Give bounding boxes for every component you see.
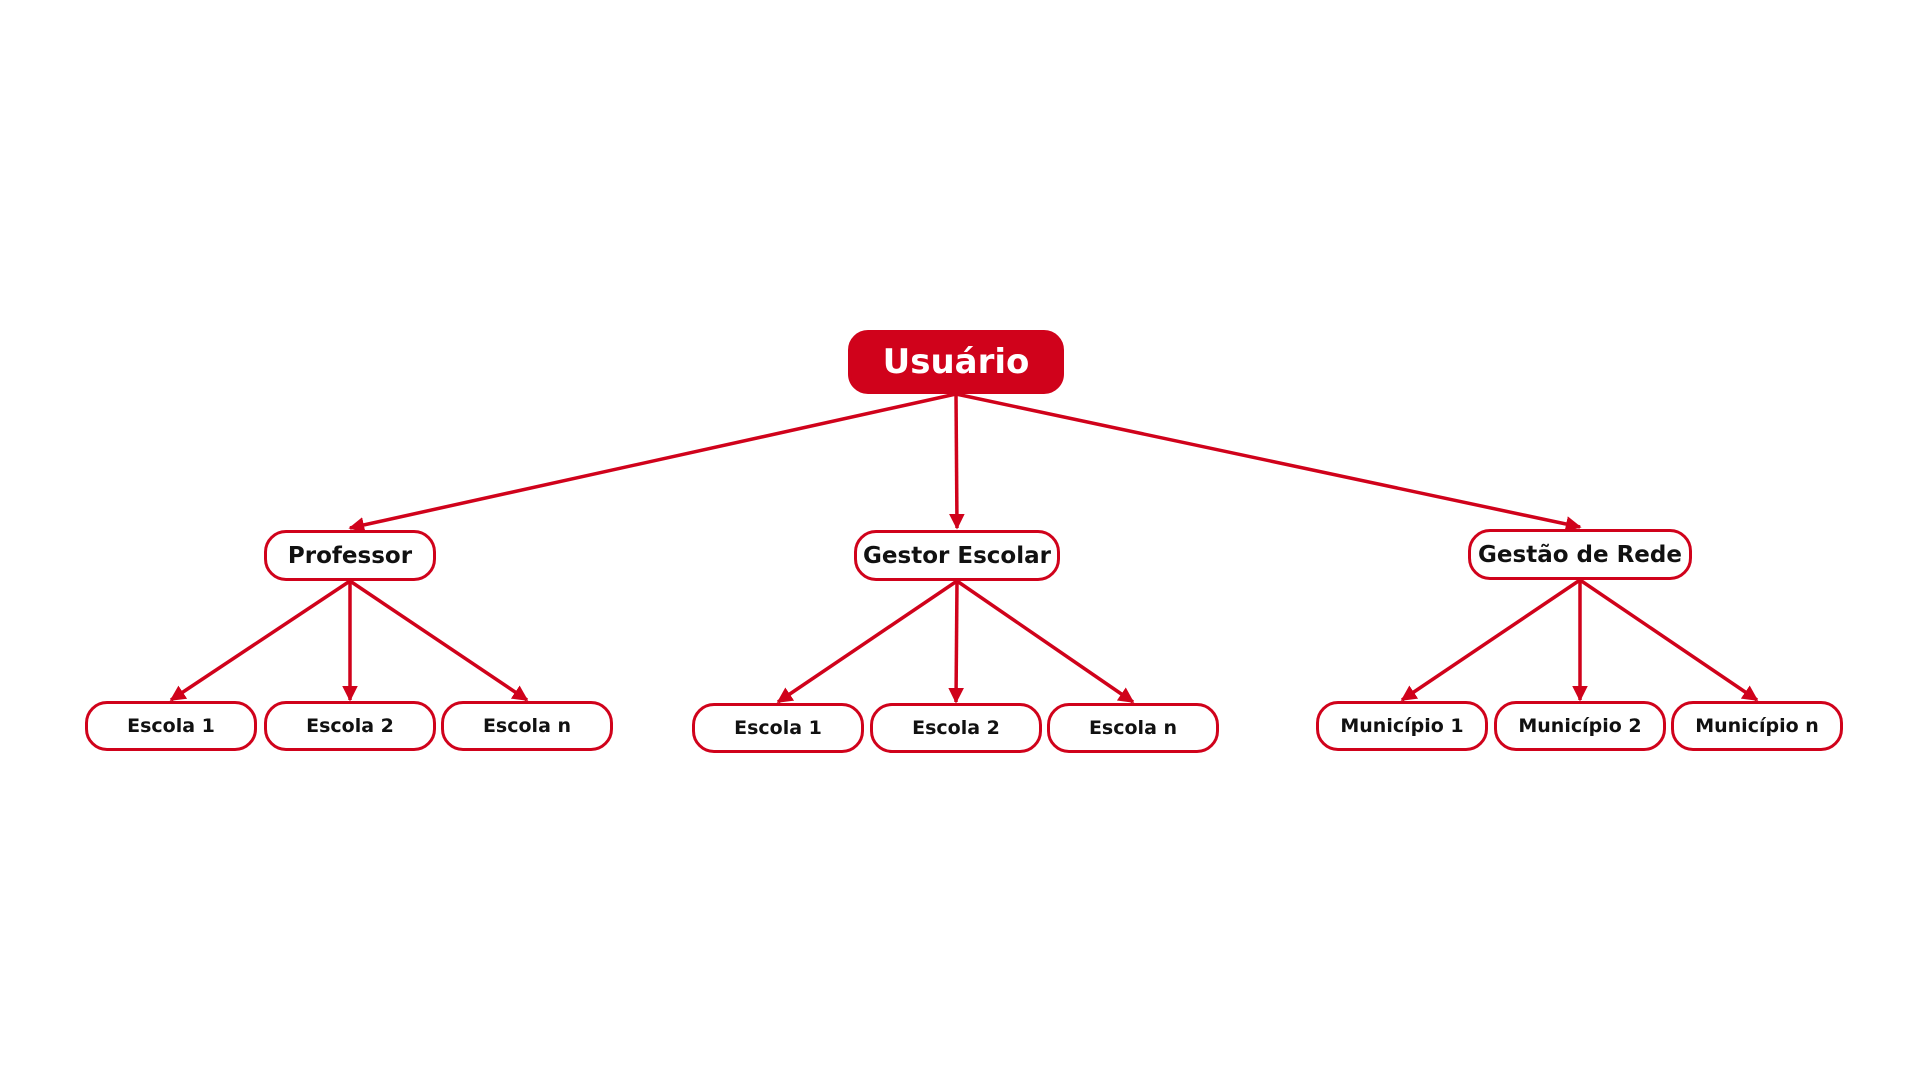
edge-gestor-escola-1 (776, 579, 958, 704)
edge-usuario-gestao-de-rede (955, 392, 1582, 532)
root-node-usuario: Usuário (848, 330, 1064, 394)
edge-usuario-professor (348, 392, 957, 533)
leaf-node-municipio-2: Município 2 (1494, 701, 1666, 751)
leaf-node-gestor-escola-1: Escola 1 (692, 703, 864, 753)
edge-usuario-gestor-escolar (949, 393, 965, 530)
leaf-node-municipio-n: Município n (1671, 701, 1843, 751)
edge-gestor-escola-2 (948, 580, 964, 704)
role-node-gestao-de-rede: Gestão de Rede (1468, 529, 1692, 580)
edge-rede-municipio-n (1579, 578, 1759, 702)
edge-rede-municipio-1 (1400, 578, 1581, 702)
edge-professor-escola-n (349, 579, 529, 702)
edge-professor-escola-1 (169, 579, 351, 702)
edge-gestor-escola-n (956, 579, 1135, 704)
leaf-node-professor-escola-1: Escola 1 (85, 701, 257, 751)
leaf-node-municipio-1: Município 1 (1316, 701, 1488, 751)
leaf-node-professor-escola-2: Escola 2 (264, 701, 436, 751)
leaf-node-professor-escola-n: Escola n (441, 701, 613, 751)
leaf-node-gestor-escola-n: Escola n (1047, 703, 1219, 753)
role-node-professor: Professor (264, 530, 436, 581)
role-node-gestor-escolar: Gestor Escolar (854, 530, 1060, 581)
leaf-node-gestor-escola-2: Escola 2 (870, 703, 1042, 753)
